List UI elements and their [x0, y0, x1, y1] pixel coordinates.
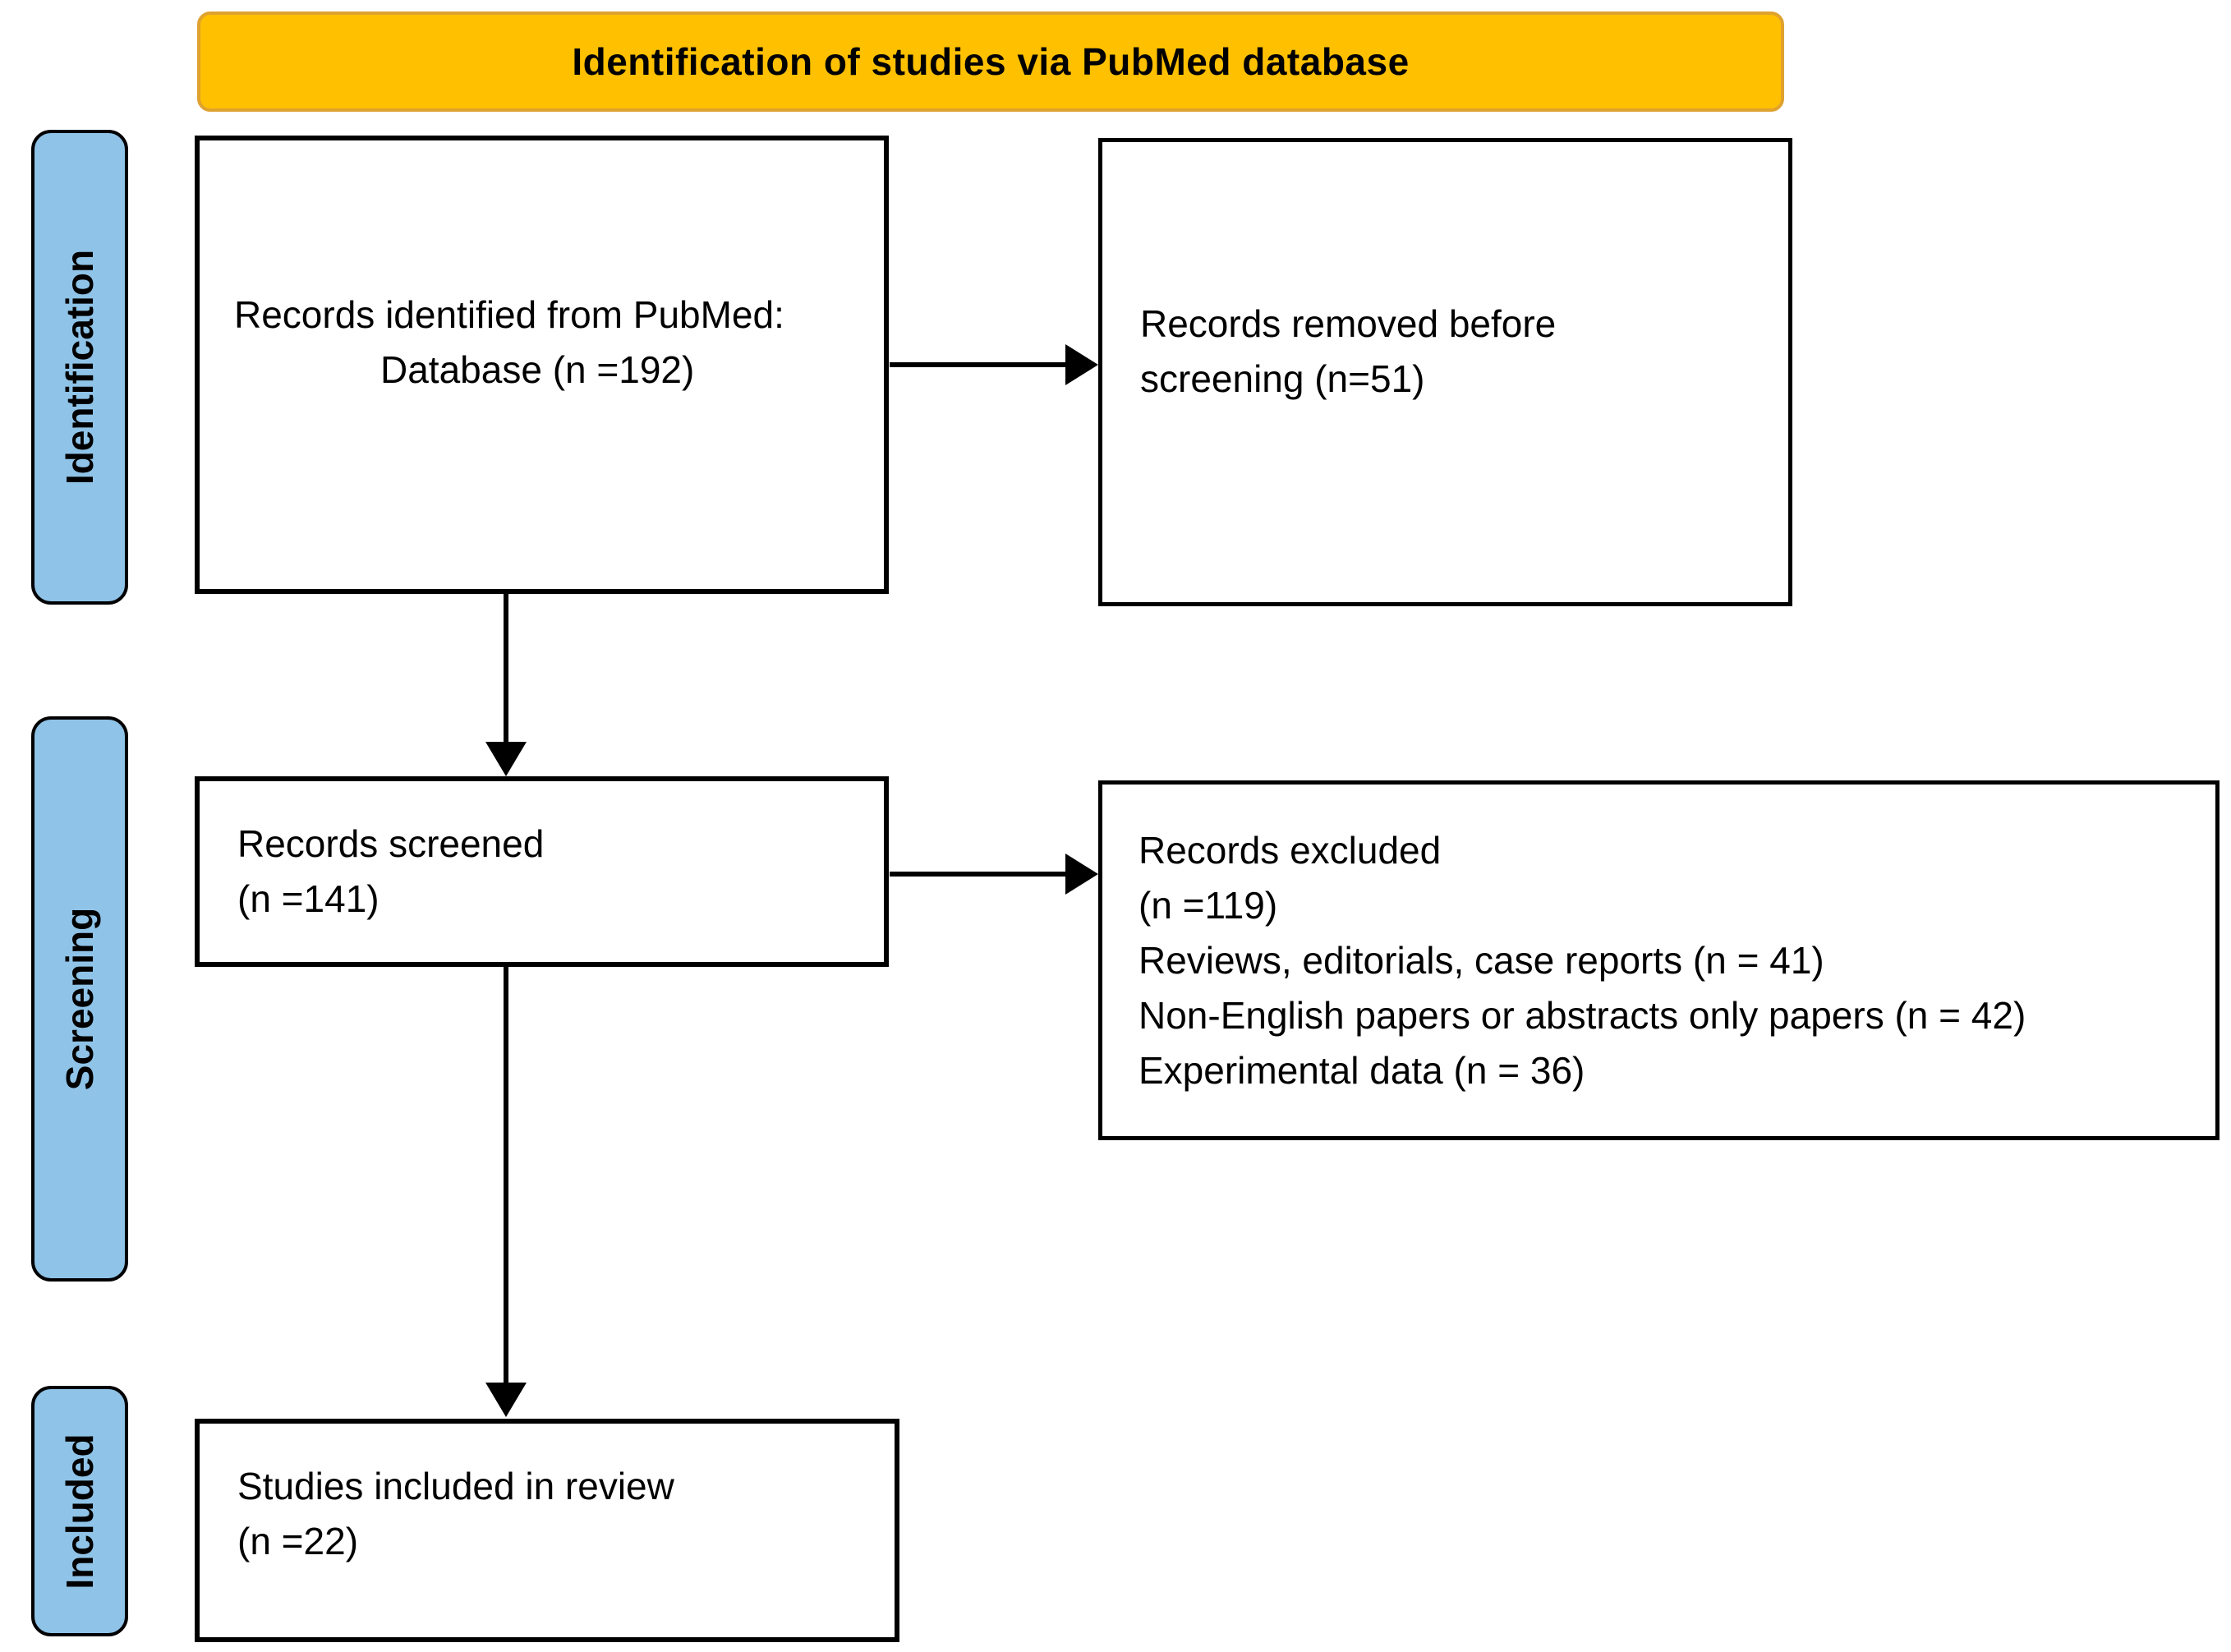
records-excluded-line2: (n =119)	[1138, 883, 1278, 927]
records-removed-line1: Records removed before	[1140, 302, 1557, 345]
box-records-identified: Records identified from PubMed: Database…	[195, 136, 889, 594]
stage-identification-label: Identification	[58, 249, 101, 485]
stage-screening-label: Screening	[58, 907, 101, 1091]
box-records-removed: Records removed before screening (n=51)	[1098, 138, 1792, 606]
records-excluded-line4: Non-English papers or abstracts only pap…	[1138, 993, 2026, 1037]
stage-screening: Screening	[31, 716, 128, 1282]
records-screened-line1: Records screened	[237, 822, 545, 865]
box-records-excluded: Records excluded (n =119) Reviews, edito…	[1098, 780, 2220, 1140]
arrow-down-icon	[485, 1383, 527, 1417]
records-excluded-line3: Reviews, editorials, case reports (n = 4…	[1138, 938, 1824, 982]
stage-identification: Identification	[31, 130, 128, 605]
records-excluded-line1: Records excluded	[1138, 828, 1442, 872]
records-removed-line2: screening (n=51)	[1140, 357, 1425, 400]
records-identified-line1: Records identified from PubMed:	[234, 292, 784, 336]
arrow-screened-to-excluded-line	[890, 872, 1067, 877]
arrow-screened-to-included-line	[504, 967, 508, 1384]
box-records-screened: Records screened (n =141)	[195, 776, 889, 967]
studies-included-line1: Studies included in review	[237, 1465, 674, 1507]
studies-included-line2: (n =22)	[237, 1520, 359, 1562]
arrow-identified-to-removed-line	[890, 362, 1067, 367]
title-banner: Identification of studies via PubMed dat…	[197, 12, 1784, 112]
records-screened-line2: (n =141)	[237, 877, 380, 920]
stage-included: Included	[31, 1386, 128, 1636]
title-banner-label: Identification of studies via PubMed dat…	[572, 40, 1410, 83]
records-identified-line2: Database (n =192)	[380, 347, 695, 391]
records-excluded-line5: Experimental data (n = 36)	[1138, 1048, 1585, 1092]
box-studies-included: Studies included in review (n =22)	[195, 1419, 899, 1642]
arrow-right-icon	[1065, 854, 1098, 895]
arrow-down-icon	[485, 742, 527, 776]
arrow-right-icon	[1065, 344, 1098, 385]
arrow-identified-to-screened-line	[504, 594, 508, 743]
stage-included-label: Included	[58, 1433, 101, 1590]
